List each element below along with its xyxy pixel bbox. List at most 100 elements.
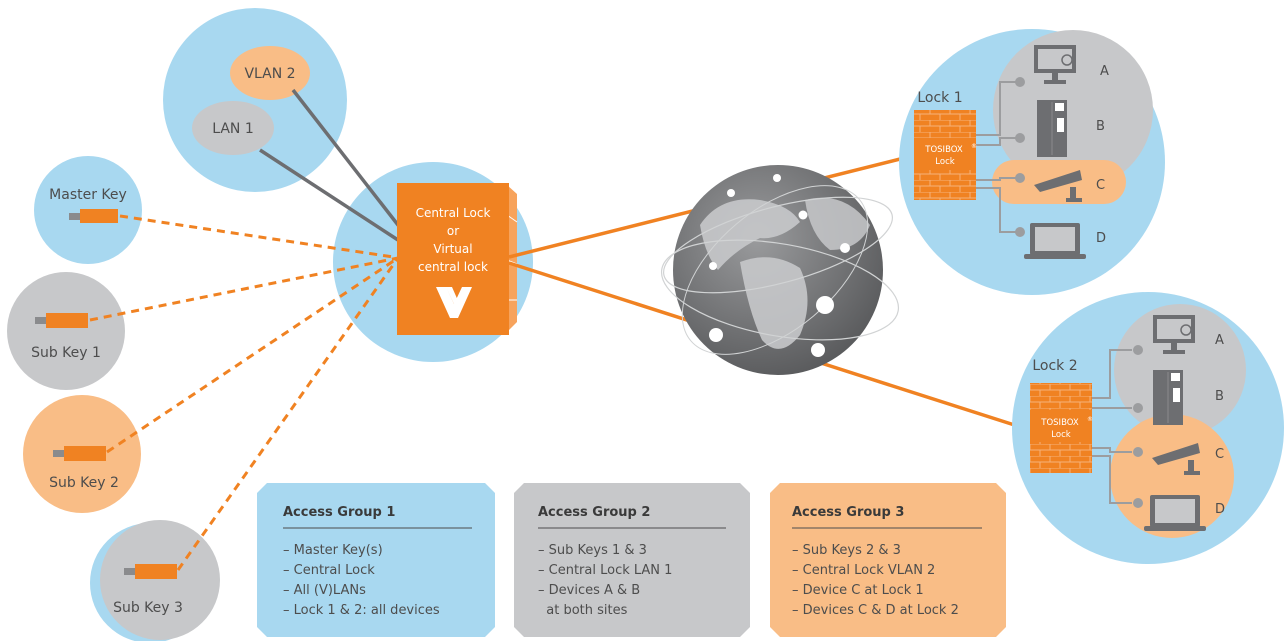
access-group-1-item: – Lock 1 & 2: all devices (283, 603, 440, 618)
lock-1-brand: TOSIBOX (924, 145, 963, 155)
lock-2-device-c-label: C (1215, 447, 1224, 462)
usb-plug-icon (53, 450, 65, 457)
access-group-3-item: – Devices C & D at Lock 2 (792, 603, 959, 618)
lock-1-label-plate (914, 138, 976, 170)
sub-key-3-label: Sub Key 3 (113, 600, 183, 616)
sub-key-3-link (176, 257, 400, 571)
tosibox-logo-icon (436, 287, 472, 318)
lock-2-device-a-label: A (1215, 333, 1224, 348)
sub-key-1-group[interactable]: Sub Key 1 (7, 272, 125, 390)
access-group-1-title: Access Group 1 (283, 505, 395, 520)
access-group-1-item: – Central Lock (283, 563, 375, 578)
access-group-3-panel: Access Group 3 – Sub Keys 2 & 3 – Centra… (770, 483, 1006, 637)
sub-key-1-link (89, 256, 399, 322)
master-key-link (119, 214, 401, 260)
access-group-2-item: at both sites (538, 603, 628, 618)
key-links (89, 214, 401, 571)
central-lock-line1: Central Lock (416, 206, 491, 220)
usb-key-icon (64, 446, 106, 461)
usb-key-icon (80, 209, 118, 223)
globe-orbit (681, 185, 869, 355)
access-group-3-item: – Device C at Lock 1 (792, 583, 924, 598)
lock-1-port-dots (1015, 77, 1025, 237)
globe-land-africa (740, 257, 808, 349)
access-group-2-item: – Central Lock LAN 1 (538, 563, 672, 578)
device-a-icon (1153, 315, 1195, 354)
access-group-2-bg (514, 483, 750, 637)
lock-2-brand: TOSIBOX (1040, 418, 1079, 428)
central-lock-line2: or (447, 224, 459, 238)
device-b-icon (1153, 370, 1183, 425)
access-group-3-bg (770, 483, 1006, 637)
sub-key-2-link (106, 256, 399, 454)
device-c-icon (1034, 170, 1082, 202)
globe-nodes (709, 174, 850, 357)
vlan-2-label: VLAN 2 (244, 66, 295, 82)
lock-1-group2-circle (993, 30, 1153, 190)
access-group-2-title: Access Group 2 (538, 505, 650, 520)
lock-2-title: Lock 2 (1032, 358, 1077, 374)
lock-1-device-d-label: D (1096, 231, 1106, 246)
lan-cluster-circle (163, 8, 347, 192)
access-group-1-item: – Master Key(s) (283, 543, 383, 558)
device-b-icon (1037, 100, 1067, 157)
access-group-2-item: – Devices A & B (538, 583, 640, 598)
lock-1-device-c-label: C (1096, 178, 1105, 193)
globe-orbit (662, 196, 894, 294)
usb-plug-icon (69, 213, 81, 220)
access-group-2-item: – Sub Keys 1 & 3 (538, 543, 647, 558)
sub-key-3-circle-gray (100, 520, 220, 640)
device-d-icon (1024, 223, 1086, 259)
central-lock-line4: central lock (418, 260, 488, 274)
master-key-label: Master Key (49, 187, 127, 203)
master-key-group[interactable]: Master Key (34, 156, 142, 264)
access-group-3-title: Access Group 3 (792, 505, 904, 520)
lock-1-site: Lock 1 TOSIBOX ® Lock (899, 29, 1165, 295)
vlan-link (291, 88, 414, 245)
access-group-1-bg (257, 483, 495, 637)
internet-globe-icon (660, 165, 900, 375)
usb-plug-icon (124, 568, 136, 575)
registered-mark: ® (971, 143, 977, 150)
device-a-icon (1034, 45, 1076, 84)
sub-key-3-group[interactable]: Sub Key 3 (90, 520, 220, 641)
lock-2-site: Lock 2 TOSIBOX ® Lock (1012, 292, 1284, 564)
lan-1-label: LAN 1 (212, 121, 254, 137)
access-group-2-panel: Access Group 2 – Sub Keys 1 & 3 – Centra… (514, 483, 750, 637)
central-lock-line3: Virtual (433, 242, 472, 256)
lock-1-sub: Lock (935, 157, 954, 167)
globe-orbit (660, 239, 900, 341)
access-group-3-item: – Sub Keys 2 & 3 (792, 543, 901, 558)
lan-1-node[interactable] (192, 101, 274, 155)
usb-key-icon (135, 564, 177, 579)
usb-plug-icon (35, 317, 47, 324)
lock-2-port-dots (1133, 345, 1143, 508)
lock-2-device-links (1088, 349, 1132, 504)
central-lock-side (507, 185, 517, 332)
lan-link (259, 148, 399, 242)
access-group-1-panel: Access Group 1 – Master Key(s) – Central… (257, 483, 495, 637)
registered-mark: ® (1087, 416, 1093, 423)
sub-key-2-group[interactable]: Sub Key 2 (23, 395, 141, 513)
lock-1-device-a-label: A (1100, 64, 1109, 79)
lock-1-device-links (975, 81, 1020, 233)
lock-2-label-plate (1030, 410, 1092, 442)
usb-key-icon (46, 313, 88, 328)
globe-land-europe (700, 199, 800, 270)
access-group-1-item: – All (V)LANs (283, 583, 366, 598)
lock-1-title: Lock 1 (917, 90, 962, 106)
lock-2-device-d-label: D (1215, 502, 1225, 517)
lock-2-device-b-label: B (1215, 389, 1224, 404)
sub-key-1-label: Sub Key 1 (31, 345, 101, 361)
access-group-3-item: – Central Lock VLAN 2 (792, 563, 935, 578)
lan-cluster: VLAN 2 LAN 1 (163, 8, 347, 192)
device-d-icon (1144, 495, 1206, 531)
lock-2-sub: Lock (1051, 430, 1070, 440)
sub-key-1-circle (7, 272, 125, 390)
central-lock[interactable]: Central Lock or Virtual central lock (397, 183, 518, 335)
globe-land-asia (805, 197, 870, 250)
sub-key-2-label: Sub Key 2 (49, 475, 119, 491)
vlan-2-node[interactable] (230, 46, 310, 100)
